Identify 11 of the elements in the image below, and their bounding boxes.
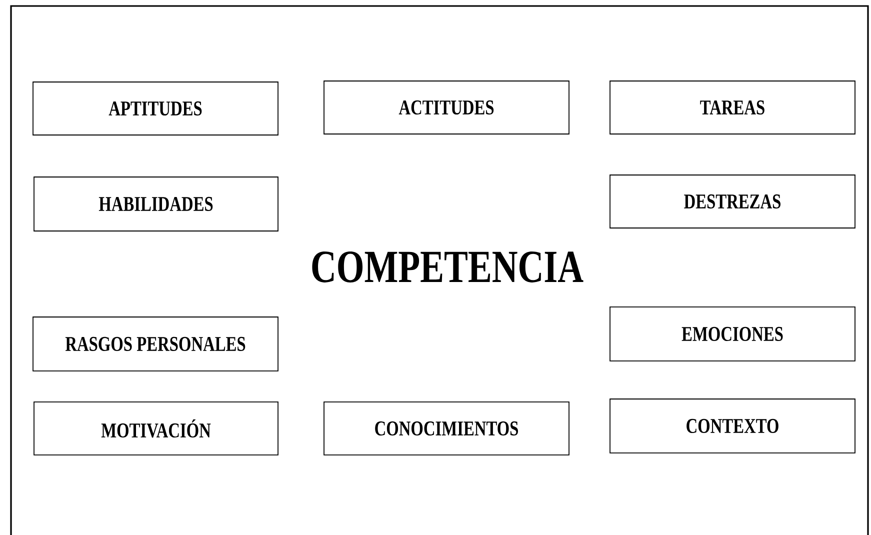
term-box: EMOCIONES bbox=[610, 306, 856, 362]
term-box: TAREAS bbox=[610, 80, 856, 134]
term-box: ACTITUDES bbox=[324, 80, 570, 134]
central-title: COMPETENCIA bbox=[312, 252, 584, 282]
term-box: DESTREZAS bbox=[610, 174, 856, 228]
term-box: HABILIDADES bbox=[34, 176, 278, 232]
term-box: CONTEXTO bbox=[610, 398, 856, 454]
term-box: APTITUDES bbox=[32, 82, 278, 136]
term-box: MOTIVACIÓN bbox=[34, 402, 278, 456]
term-box: CONOCIMIENTOS bbox=[324, 402, 570, 456]
term-box: RASGOS PERSONALES bbox=[32, 316, 278, 372]
